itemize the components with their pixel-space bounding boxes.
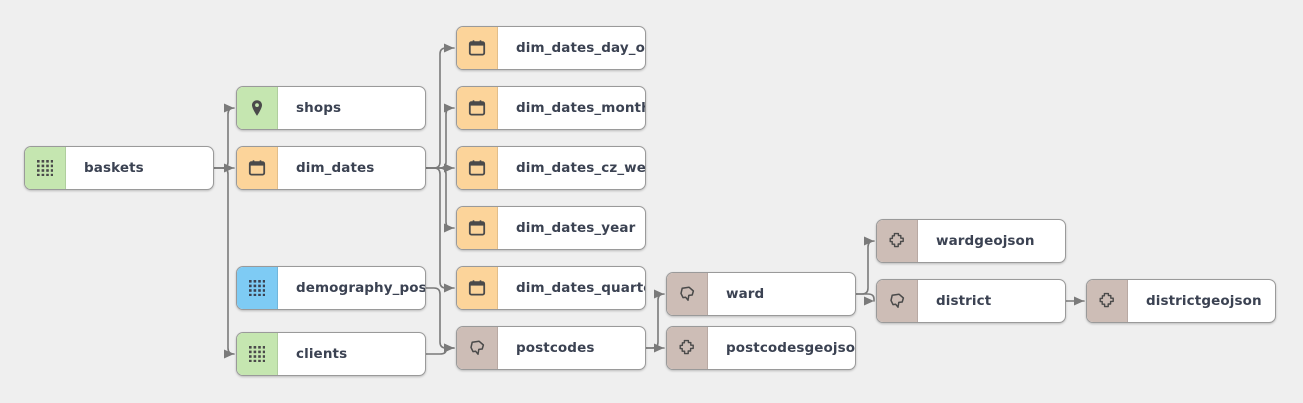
node-label: dim_dates_day_of_we — [516, 40, 645, 56]
node-shops[interactable]: shops — [236, 86, 426, 130]
node-label: dim_dates_cz_week — [516, 160, 645, 176]
edge-postcodes-ward — [645, 289, 665, 349]
calendar-icon — [457, 87, 498, 129]
calendar-icon — [457, 147, 498, 189]
node-dim-dates-cz-week[interactable]: dim_dates_cz_week — [456, 146, 646, 190]
node-dim-dates[interactable]: dim_dates — [236, 146, 426, 190]
multi-polygon-icon — [667, 327, 708, 369]
edge-demography-postcodes — [425, 287, 455, 353]
node-district[interactable]: district — [876, 279, 1066, 323]
node-label: shops — [296, 100, 342, 116]
node-wardgeojson[interactable]: wardgeojson — [876, 219, 1066, 263]
edge-dim_dates-quarter — [425, 167, 455, 293]
table-grid-icon — [237, 333, 278, 375]
polygon-icon — [457, 327, 498, 369]
node-label: demography_postcod — [296, 280, 425, 296]
edge-baskets-shops — [213, 103, 235, 169]
node-label: baskets — [84, 160, 144, 176]
node-dim-dates-day-of-week[interactable]: dim_dates_day_of_we — [456, 26, 646, 70]
node-label: dim_dates_quarter — [516, 280, 645, 296]
node-postcodes[interactable]: postcodes — [456, 326, 646, 370]
calendar-icon — [457, 267, 498, 309]
node-label: postcodes — [516, 340, 595, 356]
calendar-icon — [457, 27, 498, 69]
node-dim-dates-quarter[interactable]: dim_dates_quarter — [456, 266, 646, 310]
node-postcodesgeojson[interactable]: postcodesgeojson — [666, 326, 856, 370]
edge-clients-postcodes — [425, 343, 455, 355]
node-label: dim_dates — [296, 160, 375, 176]
node-label: wardgeojson — [936, 233, 1035, 249]
node-clients[interactable]: clients — [236, 332, 426, 376]
node-label: dim_dates_month — [516, 100, 645, 116]
node-label: postcodesgeojson — [726, 340, 855, 356]
multi-polygon-icon — [1087, 280, 1128, 322]
map-pin-icon — [237, 87, 278, 129]
edge-dim_dates-day_of_week — [425, 43, 455, 169]
edge-ward-wardgeojson — [855, 236, 875, 295]
edge-dim_dates-year — [425, 167, 455, 233]
table-grid-icon — [25, 147, 66, 189]
node-ward[interactable]: ward — [666, 272, 856, 316]
node-label: ward — [726, 286, 765, 302]
node-dim-dates-month[interactable]: dim_dates_month — [456, 86, 646, 130]
calendar-icon — [457, 207, 498, 249]
node-districtgeojson[interactable]: districtgeojson — [1086, 279, 1276, 323]
node-demography-postcodes[interactable]: demography_postcod — [236, 266, 426, 310]
calendar-icon — [237, 147, 278, 189]
node-label: districtgeojson — [1146, 293, 1262, 309]
node-label: clients — [296, 346, 348, 362]
polygon-icon — [667, 273, 708, 315]
table-grid-icon — [237, 267, 278, 309]
multi-polygon-icon — [877, 220, 918, 262]
edge-ward-district — [855, 290, 879, 302]
polygon-icon — [877, 280, 918, 322]
node-label: district — [936, 293, 992, 309]
edge-baskets-clients — [213, 167, 235, 359]
edge-dim_dates-month — [425, 103, 455, 169]
node-baskets[interactable]: baskets — [24, 146, 214, 190]
node-dim-dates-year[interactable]: dim_dates_year — [456, 206, 646, 250]
node-label: dim_dates_year — [516, 220, 636, 236]
